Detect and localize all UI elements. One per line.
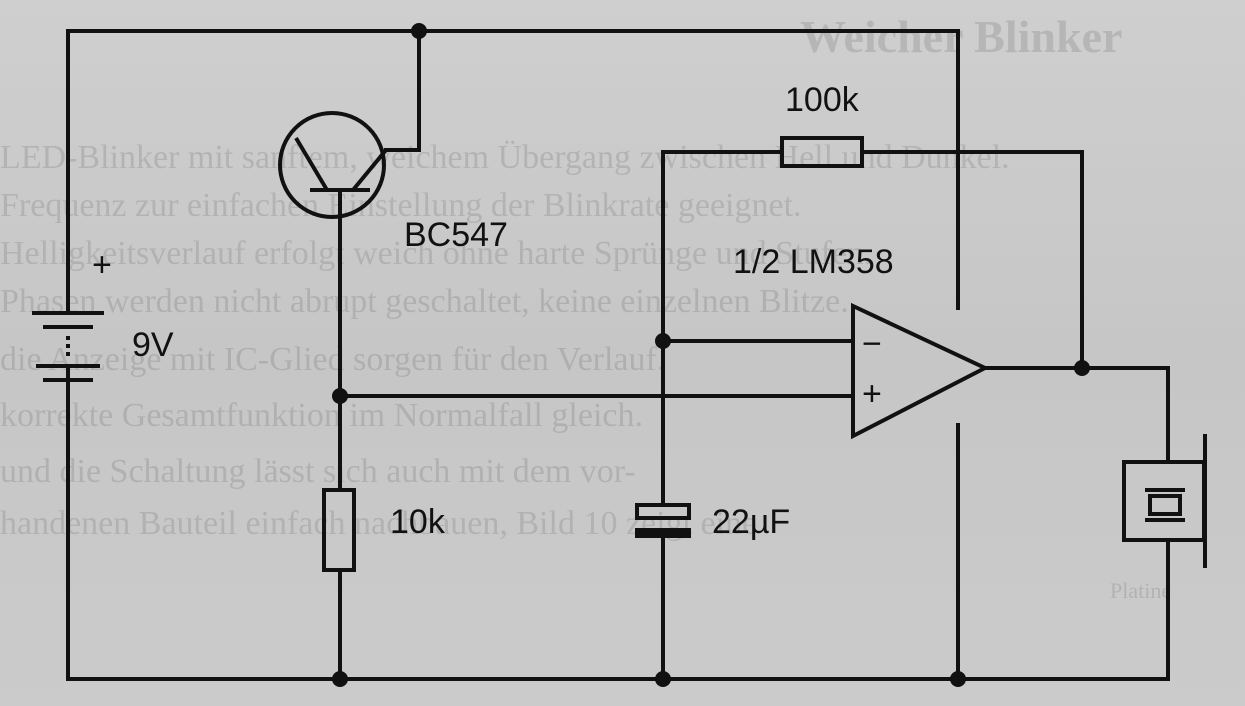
opamp-triangle: [851, 302, 990, 440]
opamp-inverting-sign: −: [862, 325, 882, 363]
transistor-symbol: BC547: [278, 111, 508, 254]
junction-dot: [655, 333, 671, 349]
capacitor-positive-plate: [635, 503, 691, 520]
background-page-text: Weicher Blinker LED-Blinker mit sanftem,…: [0, 11, 1171, 603]
opamp-label: 1/2 LM358: [733, 243, 894, 281]
capacitor-label: 22µF: [712, 503, 790, 541]
transistor-body: [278, 111, 386, 219]
battery-label: 9V: [132, 326, 174, 364]
piezo-buzzer-symbol: [1122, 434, 1207, 568]
opamp-noninverting-sign: +: [862, 375, 882, 413]
background-line: korrekte Gesamtfunktion im Normalfall gl…: [0, 397, 643, 434]
resistor-100k: 100k: [780, 81, 864, 168]
background-line: und die Schaltung lässt sich auch mit de…: [0, 453, 636, 490]
wires: [66, 29, 1170, 681]
junction-dot: [332, 671, 348, 687]
transistor-collector-lead: [351, 148, 388, 192]
capacitor-22uf: 22µF: [635, 503, 790, 541]
junction-dot: [332, 388, 348, 404]
background-line: LED-Blinker mit sanftem, weichem Übergan…: [0, 139, 1010, 176]
capacitor-negative-plate: [635, 528, 691, 538]
resistor-10k: 10k: [322, 488, 446, 572]
junction-dot: [411, 23, 427, 39]
junction-dot: [655, 671, 671, 687]
background-title: Weicher Blinker: [800, 11, 1122, 62]
feedback-wire-right: [860, 150, 1084, 370]
transistor-emitter-lead: [294, 136, 329, 192]
resistor-100k-label: 100k: [785, 81, 860, 119]
ground-wire: [66, 364, 1170, 681]
background-line: die Anzeige mit IC-Glied sorgen für den …: [0, 341, 665, 378]
resistor-body: [322, 488, 356, 572]
background-line: Helligkeitsverlauf erfolgt weich ohne ha…: [0, 235, 872, 272]
resistor-10k-label: 10k: [390, 503, 446, 541]
resistor-body: [780, 136, 864, 168]
collector-wire: [384, 29, 421, 152]
background-line: Frequenz zur einfachen Einstellung der B…: [0, 187, 802, 224]
output-wire: [983, 366, 1170, 464]
buzzer-housing: [1122, 460, 1206, 542]
background-line: Phasen werden nicht abrupt geschaltet, k…: [0, 283, 849, 320]
junction-dots: [332, 23, 1090, 687]
junction-dot: [950, 671, 966, 687]
background-line: Platine: [1110, 578, 1171, 603]
transistor-label: BC547: [404, 216, 508, 254]
junction-dot: [1074, 360, 1090, 376]
buzzer-element: [1148, 494, 1182, 516]
positive-supply-wire: [66, 29, 960, 313]
opamp-symbol: − + 1/2 LM358: [733, 243, 990, 440]
battery-symbol: + 9V: [32, 246, 174, 382]
battery-polarity-label: +: [92, 246, 112, 284]
background-line: handenen Bauteil einfach nachbauen, Bild…: [0, 505, 757, 542]
